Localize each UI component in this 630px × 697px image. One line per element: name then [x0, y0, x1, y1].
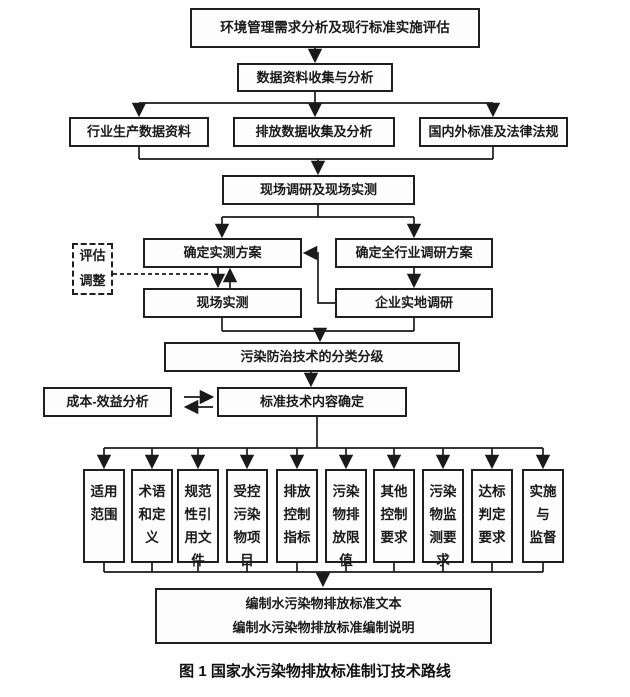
- node-output-emission-control-indicators: 排放 控制 指标: [276, 469, 318, 563]
- node-determine-industry-survey-plan: 确定全行业调研方案: [335, 238, 493, 268]
- node-on-site-measurement: 现场实测: [143, 288, 302, 318]
- node-evaluate-adjust: 评估 调整: [72, 243, 113, 295]
- node-output-pollutant-emission-limits: 污染 物排 放限 值: [325, 469, 367, 568]
- figure-caption: 图 1 国家水污染物排放标准制订技术路线: [179, 663, 451, 680]
- node-emission-data-collection: 排放数据收集及分析: [233, 117, 395, 147]
- node-determine-measurement-plan: 确定实测方案: [143, 238, 302, 268]
- node-env-management-assessment: 环境管理需求分析及现行标准实施评估: [190, 8, 480, 48]
- node-site-survey-and-measurement: 现场调研及现场实测: [222, 175, 415, 205]
- node-output-implementation-supervision: 实施 与 监督: [522, 469, 564, 563]
- node-enterprise-field-survey: 企业实地调研: [335, 288, 493, 318]
- node-output-normative-references: 规范 性引 用文 件: [177, 469, 219, 568]
- node-output-scope: 适用 范围: [83, 469, 125, 563]
- node-final-standard-documents: 编制水污染物排放标准文本 编制水污染物排放标准编制说明: [155, 588, 492, 644]
- node-output-pollutant-monitoring-requirements: 污染 物监 测要 求: [422, 469, 464, 568]
- node-output-compliance-judgment-requirements: 达标 判定 要求: [471, 469, 513, 563]
- node-output-other-control-requirements: 其他 控制 要求: [373, 469, 415, 563]
- node-output-controlled-pollutant-items: 受控 污染 物项 目: [226, 469, 268, 568]
- node-pollution-control-tech-classification: 污染防治技术的分类分级: [164, 342, 460, 372]
- node-output-terms-definitions: 术语 和定 义: [131, 469, 173, 563]
- node-standard-technical-content: 标准技术内容确定: [217, 387, 407, 417]
- node-cost-benefit-analysis: 成本-效益分析: [43, 387, 172, 417]
- node-data-collection-analysis: 数据资料收集与分析: [237, 63, 393, 92]
- node-domestic-foreign-standards-laws: 国内外标准及法律法规: [419, 117, 568, 147]
- node-industry-production-data: 行业生产数据资料: [69, 117, 209, 147]
